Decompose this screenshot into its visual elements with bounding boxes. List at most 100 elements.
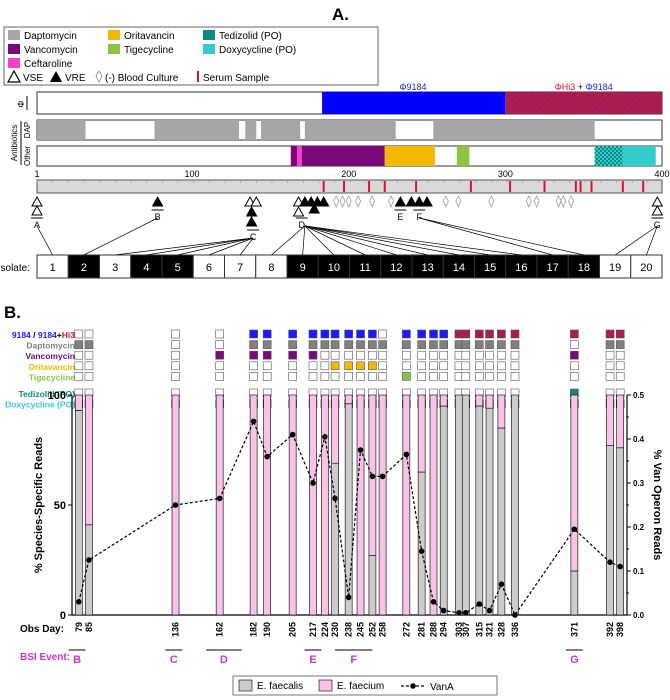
matrix-cell-r4-c14 xyxy=(402,372,411,381)
matrix-cell-r1-c23 xyxy=(510,340,520,349)
obs-day-288: 288 xyxy=(429,622,439,637)
vana-point-336 xyxy=(512,612,518,618)
matrix-row-label-part-0: 9184 xyxy=(12,330,31,340)
matrix-cell-r2-c19 xyxy=(461,350,471,360)
isolate-number-5: 5 xyxy=(175,262,181,274)
matrix-cell-r3-c3 xyxy=(215,361,224,371)
bar-faecalis-238 xyxy=(344,403,353,616)
matrix-cell-r3-c2 xyxy=(171,361,180,371)
legend-vre-icon xyxy=(50,71,62,82)
bar-faecalis-321 xyxy=(485,407,494,616)
matrix-cell-r0-c19 xyxy=(461,329,471,339)
blood-culture-2 xyxy=(345,195,352,209)
bar-faecium-328 xyxy=(497,394,506,429)
bsi-label: BSI Event: xyxy=(20,652,70,663)
isolate-link-13 xyxy=(304,225,459,256)
matrix-cell-r4-c10 xyxy=(344,372,353,381)
legend-b-vana-point xyxy=(410,683,416,689)
blood-culture-9 xyxy=(525,195,532,209)
vana-point-371 xyxy=(571,526,578,532)
obs-day-230: 230 xyxy=(330,622,340,637)
other-vanco-b xyxy=(301,146,385,166)
y-left-ticklabel-0: 0 xyxy=(60,610,66,622)
matrix-cell-r0-c4 xyxy=(249,329,258,339)
matrix-cell-r1-c19 xyxy=(461,340,471,349)
axis-tick-0: 1 xyxy=(34,169,39,179)
event-label-4: E xyxy=(397,212,403,222)
legend-box xyxy=(3,26,379,86)
matrix-cell-r2-c3 xyxy=(215,350,224,360)
matrix-cell-r3-c25 xyxy=(605,361,615,371)
isolate-link-4 xyxy=(177,237,254,256)
legend-label-6: Ceftaroline xyxy=(24,59,73,70)
bar-faecium-162 xyxy=(215,394,224,616)
obs-day-182: 182 xyxy=(249,622,259,637)
bar-faecium-230 xyxy=(331,394,339,464)
axis-tick-3: 300 xyxy=(498,169,513,179)
bar-faecium-272 xyxy=(402,394,411,616)
other-vanco-a xyxy=(290,146,298,166)
matrix-cell-r2-c1 xyxy=(84,350,94,360)
legend-vre-label: VRE xyxy=(65,73,86,84)
matrix-cell-r4-c0 xyxy=(74,372,84,381)
vana-point-79 xyxy=(75,599,82,605)
legend-b-faecium-label: E. faecium xyxy=(337,681,384,692)
isolate-number-2: 2 xyxy=(81,262,87,274)
dap-course-4 xyxy=(304,120,396,140)
matrix-cell-r2-c25 xyxy=(605,350,615,360)
matrix-cell-r3-c12 xyxy=(368,361,377,371)
vse-marker-a xyxy=(31,195,43,207)
matrix-cell-r3-c26 xyxy=(615,361,625,371)
dap-label: DAP xyxy=(23,122,32,138)
matrix-cell-r0-c11 xyxy=(356,329,365,339)
panel-b-label: B. xyxy=(4,303,21,322)
isolate-link-8 xyxy=(302,225,306,256)
vana-point-205 xyxy=(289,431,296,438)
blood-culture-3 xyxy=(355,195,362,209)
matrix-row-label-part-0: Vancomycin xyxy=(25,351,75,361)
isolate-number-16: 16 xyxy=(515,262,527,274)
isolate-link-6 xyxy=(239,237,254,256)
vana-point-321 xyxy=(486,607,493,614)
matrix-cell-r3-c1 xyxy=(84,361,94,371)
matrix-row-label-part-1: / xyxy=(31,330,38,340)
vre-marker-c1 xyxy=(245,205,258,217)
obs-day-315: 315 xyxy=(474,622,484,637)
matrix-cell-r4-c19 xyxy=(461,372,471,381)
matrix-cell-r4-c4 xyxy=(249,372,258,381)
obs-day-294: 294 xyxy=(439,622,449,637)
y-right-ticklabel-3: 0.3 xyxy=(633,479,645,488)
isolate-number-3: 3 xyxy=(112,262,118,274)
y-left-ticklabel-2: 100 xyxy=(48,390,66,402)
bar-faecium-288 xyxy=(429,394,438,616)
matrix-cell-r0-c13 xyxy=(378,329,387,339)
legend-label-4: Tigecycline xyxy=(124,45,174,56)
vana-point-230 xyxy=(332,495,338,502)
matrix-row-label-part-0: Doxycycline (PO) xyxy=(5,400,75,410)
obs-day-205: 205 xyxy=(288,622,298,637)
matrix-cell-r2-c15 xyxy=(417,350,426,360)
bar-faecium-294 xyxy=(439,394,448,407)
matrix-cell-r2-c6 xyxy=(288,350,297,360)
legend-b-faecalis-swatch xyxy=(238,679,253,692)
obs-day-307: 307 xyxy=(461,622,471,637)
matrix-cell-r3-c0 xyxy=(74,361,84,371)
other-label: Other xyxy=(23,146,32,166)
matrix-cell-r0-c14 xyxy=(402,329,411,339)
other-tigecycline xyxy=(456,146,470,166)
bsi-event-F: F xyxy=(350,654,357,666)
blood-culture-1 xyxy=(339,195,346,209)
legend-vse-icon xyxy=(6,69,22,83)
bar-faecium-258 xyxy=(378,394,387,616)
axis-tick-2: 200 xyxy=(341,169,356,179)
matrix-cell-r4-c2 xyxy=(171,372,180,381)
isolate-link-3 xyxy=(146,237,254,256)
matrix-row-label-part-3: + xyxy=(57,330,62,340)
matrix-row-label-part-4: Hi3 xyxy=(62,330,76,340)
matrix-cell-r3-c13 xyxy=(378,361,387,371)
matrix-cell-r3-c17 xyxy=(439,361,448,371)
matrix-cell-r2-c20 xyxy=(475,350,484,360)
isolate-number-15: 15 xyxy=(484,262,496,274)
matrix-cell-r4-c24 xyxy=(570,372,579,381)
bar-faecium-217 xyxy=(309,394,317,616)
